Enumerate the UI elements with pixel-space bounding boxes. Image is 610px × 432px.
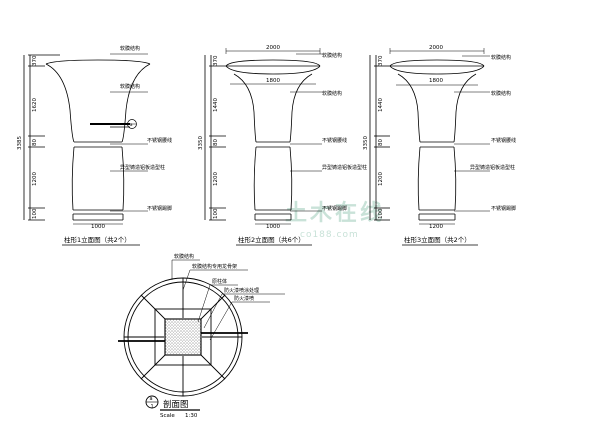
note-label: 软膜结构 xyxy=(322,90,342,97)
width-dimension: 1800 xyxy=(429,78,443,84)
section-note: 防火漆喷涂处理 xyxy=(224,287,259,294)
dimension-label: 370 xyxy=(32,55,38,66)
note-label: 不锈钢腰线 xyxy=(322,137,347,144)
dimension-label: 1440 xyxy=(213,98,219,112)
width-dimension: 1200 xyxy=(429,224,443,230)
watermark: 土木在线 co188.com xyxy=(285,200,385,240)
column-shaft xyxy=(71,146,75,211)
section-labels: 软膜结构 软膜结构专用龙骨架 原柱体 防火漆喷涂处理 防火漆喷 a 1 剖面图 … xyxy=(150,253,260,419)
scale-label: Scale xyxy=(160,413,175,419)
dimension-label: 100 xyxy=(32,208,38,219)
section-note: 软膜结构 xyxy=(174,253,194,260)
column-2-elevation xyxy=(204,48,322,225)
section-note: 软膜结构专用龙骨架 xyxy=(192,263,237,270)
note-label: 不锈钢腰线 xyxy=(491,137,516,144)
watermark-text: 土木在线 xyxy=(285,200,385,226)
note-label: 软膜结构 xyxy=(120,45,140,52)
width-dimension: 1800 xyxy=(266,78,280,84)
elevation-caption: 柱形1立面图（共2个） xyxy=(64,235,131,244)
dimension-label: 1620 xyxy=(32,98,38,112)
column-2-labels: 3350 370 1440 80 1200 100 2000 1800 1000… xyxy=(198,45,367,244)
column-3-elevation xyxy=(369,48,490,225)
dimension-label: 370 xyxy=(378,55,384,66)
note-label: 不锈钢踢脚 xyxy=(322,205,347,212)
width-dimension: 1000 xyxy=(266,224,280,230)
total-dimension: 3385 xyxy=(17,136,23,150)
dimension-label: 1200 xyxy=(378,172,384,186)
column-1-elevation xyxy=(23,53,151,225)
note-label: 异型铸造铝板造型柱 xyxy=(120,164,165,171)
watermark-url: co188.com xyxy=(300,230,359,240)
elevation-caption: 柱形2立面图（共6个） xyxy=(238,235,305,244)
note-label: 软膜结构 xyxy=(491,54,511,61)
note-label: 软膜结构 xyxy=(322,52,342,59)
dimension-label: 1440 xyxy=(378,98,384,112)
dimension-label: 80 xyxy=(213,139,219,146)
dimension-label: 100 xyxy=(378,208,384,219)
dimension-label: 100 xyxy=(213,208,219,219)
note-label: 软膜结构 xyxy=(491,90,511,97)
note-label: 软膜结构 xyxy=(120,83,140,90)
width-dimension: 2000 xyxy=(429,45,443,51)
section-note: 原柱体 xyxy=(212,278,227,285)
section-marker-letter: a xyxy=(130,122,133,127)
width-dimension: 1000 xyxy=(91,224,105,230)
section-note: 防火漆喷 xyxy=(234,295,254,302)
note-label: 不锈钢腰线 xyxy=(147,137,172,144)
note-label: 不锈钢踢脚 xyxy=(491,205,516,212)
elevation-caption: 柱形3立面图（共2个） xyxy=(404,235,471,244)
column-3-labels: 3350 370 1440 80 1200 100 2000 1800 1200… xyxy=(363,45,516,244)
width-dimension: 2000 xyxy=(266,45,280,51)
dimension-label: 80 xyxy=(32,139,38,146)
column-1-labels: 3385 370 1620 80 1200 100 1000 软膜结构 软膜结构… xyxy=(17,45,172,244)
dimension-label: 370 xyxy=(213,55,219,66)
total-dimension: 3350 xyxy=(363,136,369,150)
existing-column-core xyxy=(164,318,202,356)
dimension-label: 1200 xyxy=(32,172,38,186)
callout-number: 1 xyxy=(151,404,154,410)
section-title: 剖面图 xyxy=(163,399,189,410)
section-view xyxy=(118,259,285,411)
note-label: 异型铸造铝板造型柱 xyxy=(470,164,515,171)
note-label: 不锈钢踢脚 xyxy=(147,205,172,212)
scale-value: 1:30 xyxy=(185,413,198,419)
dimension-label: 80 xyxy=(378,139,384,146)
note-label: 异型铸造铝板造型柱 xyxy=(322,164,367,171)
column-capital xyxy=(45,59,151,65)
dimension-label: 1200 xyxy=(213,172,219,186)
total-dimension: 3350 xyxy=(198,136,204,150)
callout-letter: a xyxy=(150,396,153,402)
